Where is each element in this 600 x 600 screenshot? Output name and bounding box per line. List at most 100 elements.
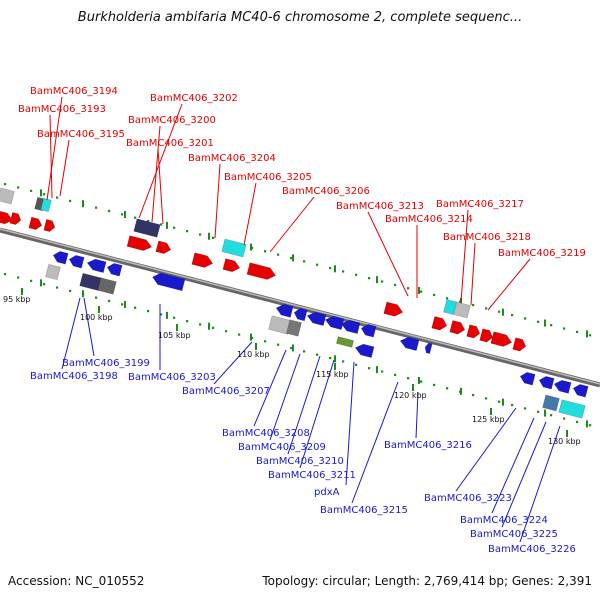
reverse-label-leader <box>501 421 547 528</box>
gene-features <box>0 187 589 419</box>
reverse-gene-arrow <box>275 303 294 318</box>
forward-gene-arrow <box>512 337 527 352</box>
ruler-dot-upper <box>589 334 592 337</box>
ruler-dot-upper <box>199 233 202 236</box>
kbp-tick-label: 105 kbp <box>158 331 191 340</box>
ruler-dot-upper <box>355 273 358 276</box>
ruler-dot-lower <box>589 424 592 427</box>
reverse-label-leader <box>491 417 535 514</box>
ruler-dot-upper <box>394 283 397 286</box>
reverse-gene-label: BamMC406_3203 <box>128 372 216 383</box>
ruler-dot-upper <box>446 297 449 300</box>
reverse-label-leader <box>415 391 419 439</box>
ruler-dot-lower <box>4 273 7 276</box>
ruler-dot-lower <box>303 350 306 353</box>
ruler-tick-upper <box>250 243 252 251</box>
ruler-tick-lower <box>460 387 462 395</box>
reverse-gene-arrow <box>68 255 85 269</box>
reverse-label-leader <box>345 361 355 486</box>
reverse-gene-arrow <box>340 319 361 334</box>
ruler-tick-lower <box>418 376 420 384</box>
ruler-tick-lower <box>208 322 210 330</box>
ruler-tick-lower <box>124 301 126 309</box>
ruler-dot-lower <box>355 363 358 366</box>
ruler-dot-upper <box>472 303 475 307</box>
ruler-dot-upper <box>563 327 566 330</box>
ruler-dot-upper <box>381 280 384 283</box>
ruler-dot-lower <box>173 316 176 319</box>
ruler-dot-upper <box>95 206 98 209</box>
reverse-label-leader <box>287 355 321 455</box>
ruler-tick-lower <box>544 409 546 417</box>
ruler-tick-upper <box>376 276 378 284</box>
map-title: Burkholderia ambifaria MC40-6 chromosome… <box>77 10 523 25</box>
dark-feature-box <box>286 319 302 337</box>
ruler-tick-lower <box>502 398 504 406</box>
topology-summary: Topology: circular; Length: 2,769,414 bp… <box>262 574 592 588</box>
ruler-dot-lower <box>290 346 293 350</box>
ruler-dot-lower <box>212 326 215 329</box>
reverse-gene-label: BamMC406_3211 <box>268 470 356 481</box>
forward-gene-label: BamMC406_3217 <box>436 199 524 210</box>
forward-gene-label: BamMC406_3194 <box>30 86 118 97</box>
ruler-tick-upper <box>334 265 336 273</box>
forward-label-leader <box>49 114 53 199</box>
ruler-dot-lower <box>199 323 202 326</box>
ruler-tick-lower <box>334 355 336 363</box>
ruler-dot-lower <box>69 289 72 293</box>
ruler-dot-upper <box>329 266 332 270</box>
kbp-tick-mark <box>412 384 414 391</box>
ruler-dot-lower <box>316 353 319 356</box>
ruler-dot-lower <box>342 360 345 363</box>
ruler-dot-upper <box>290 256 293 260</box>
reverse-gene-label: BamMC406_3215 <box>320 505 408 516</box>
reverse-gene-arrow <box>553 379 572 394</box>
forward-gene-label: BamMC406_3219 <box>498 248 586 259</box>
ruler-dot-lower <box>381 370 384 373</box>
ruler-dot-lower <box>56 286 59 289</box>
reverse-label-leader <box>269 353 301 441</box>
reverse-label-leader <box>83 297 95 357</box>
ruler-dot-lower <box>186 320 189 323</box>
ruler-dot-lower <box>43 283 46 286</box>
ruler-tick-upper <box>292 254 294 262</box>
forward-gene-arrow <box>479 328 494 343</box>
forward-gene-arrow <box>449 320 466 335</box>
forward-label-leader <box>367 211 409 297</box>
backbone-line <box>0 227 600 388</box>
backbone-highlight <box>0 228 600 385</box>
ruler-tick-upper <box>40 189 42 197</box>
ruler-dot-upper <box>537 320 540 323</box>
ruler-dot-lower <box>537 410 540 413</box>
ruler-tick-lower <box>292 344 294 352</box>
forward-gene-arrow <box>155 240 172 254</box>
reverse-gene-label: BamMC406_3208 <box>222 428 310 439</box>
forward-label-leader <box>470 242 476 306</box>
kbp-tick-mark <box>98 306 100 313</box>
ruler-dot-lower <box>433 383 436 387</box>
reverse-gene-label: BamMC406_3225 <box>470 529 558 540</box>
ruler-dot-lower <box>264 340 267 343</box>
reverse-gene-arrow <box>86 258 107 273</box>
ruler-dot-lower <box>17 276 20 279</box>
forward-gene-label: BamMC406_3201 <box>126 138 214 149</box>
forward-gene-label: BamMC406_3204 <box>188 153 276 164</box>
ruler-dot-lower <box>134 306 137 309</box>
ruler-tick-lower <box>376 366 378 374</box>
reverse-gene-label: BamMC406_3207 <box>182 386 270 397</box>
ruler-dot-upper <box>160 223 163 226</box>
ruler-dot-upper <box>511 314 514 317</box>
forward-gene-label: BamMC406_3206 <box>282 186 370 197</box>
ruler-dot-lower <box>368 367 371 370</box>
cyan-feature-box <box>443 299 457 315</box>
kbp-tick-label: 125 kbp <box>472 415 505 424</box>
reverse-gene-label: BamMC406_3226 <box>488 544 576 555</box>
ruler-dot-upper <box>576 330 579 333</box>
reverse-gene-arrow <box>354 343 375 358</box>
forward-gene-label: BamMC406_3214 <box>385 214 473 225</box>
ruler-dot-lower <box>446 387 449 390</box>
grey-feature-box <box>0 187 15 205</box>
ruler-dot-upper <box>550 324 553 327</box>
kbp-tick-label: 130 kbp <box>548 437 581 446</box>
